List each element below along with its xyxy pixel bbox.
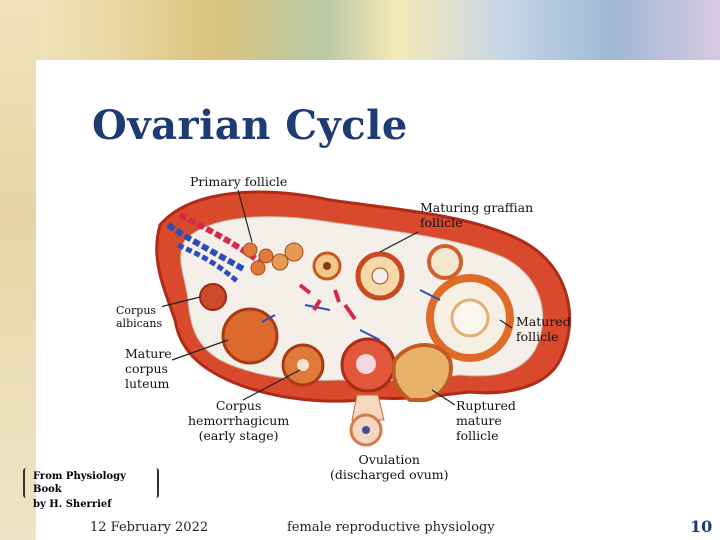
slide-title: Ovarian Cycle <box>92 102 408 149</box>
page-number: 10 <box>690 517 713 536</box>
ruptured-follicle <box>391 343 453 402</box>
label-matured-follicle: Matured follicle <box>516 314 571 344</box>
corpus-albicans <box>199 283 227 311</box>
label-corpus-albicans: Corpus albicans <box>116 304 163 331</box>
label-ruptured-follicle: Ruptured mature follicle <box>456 398 516 443</box>
leader-lines <box>159 189 513 406</box>
mature-corpus-luteum <box>221 307 279 365</box>
decorative-banner <box>0 0 720 60</box>
label-primary-follicle: Primary follicle <box>190 174 288 189</box>
footer-date: 12 February 2022 <box>90 520 209 535</box>
credit-line-2: by H. Sherrief <box>33 499 112 510</box>
source-credit: From Physiology Book by H. Sherrief <box>23 468 159 510</box>
footer-topic: female reproductive physiology <box>287 520 495 535</box>
credit-line-1: From Physiology Book <box>33 471 126 495</box>
stromal-streaks <box>298 283 357 321</box>
label-corpus-hemorrhagicum: Corpus hemorrhagicum (early stage) <box>188 398 290 443</box>
primary-follicles <box>242 242 304 276</box>
label-maturing-follicle: Maturing graffian follicle <box>420 200 534 230</box>
label-mature-corpus-luteum: Mature corpus luteum <box>125 346 172 392</box>
label-ovulation: Ovulation (discharged ovum) <box>330 452 449 482</box>
decorative-sidebar <box>0 0 40 540</box>
